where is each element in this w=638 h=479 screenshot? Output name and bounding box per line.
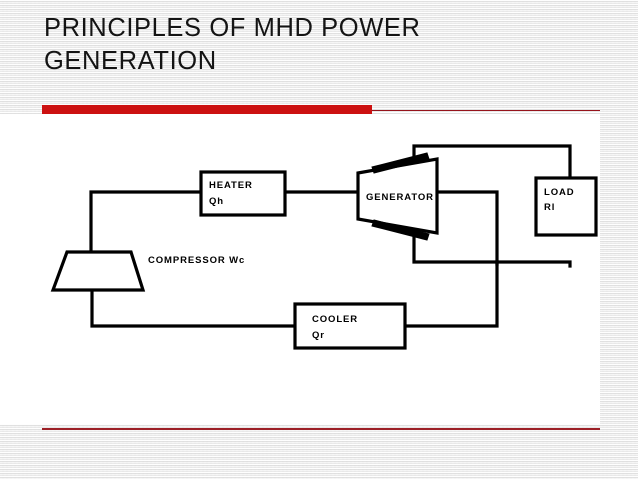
generator-label: GENERATOR xyxy=(366,192,434,203)
pipe-compressor-to-heater xyxy=(89,190,203,254)
heater-box xyxy=(199,170,287,217)
cooler-block: COOLER Qr xyxy=(293,302,407,350)
load-label-line-1: LOAD xyxy=(544,187,575,198)
cooler-box xyxy=(293,302,407,350)
diagram-canvas: HEATER Qh GENERATOR LOAD Rl COO xyxy=(0,114,600,424)
pipe-generator-outlet-to-junction xyxy=(438,190,499,266)
diagram-connections xyxy=(89,144,572,328)
load-block: LOAD Rl xyxy=(534,176,598,237)
compressor-shape xyxy=(50,250,146,292)
pipe-cooler-to-compressor xyxy=(90,288,297,328)
page-title-line-1: PRINCIPLES OF MHD POWER xyxy=(44,14,421,42)
wire-load-to-junction xyxy=(495,260,572,268)
generator-lower-electrode xyxy=(371,219,430,241)
compressor-block: COMPRESSOR Wc xyxy=(50,250,245,292)
page-title: PRINCIPLES OF MHD POWER GENERATION xyxy=(44,12,564,78)
load-box xyxy=(534,176,598,237)
generator-upper-electrode xyxy=(371,152,430,174)
generator-block: GENERATOR xyxy=(356,152,439,241)
compressor-label: COMPRESSOR Wc xyxy=(148,255,245,266)
title-divider-accent-bar xyxy=(42,105,372,114)
footer-divider-rule xyxy=(42,428,600,430)
cooler-label-line-1: COOLER xyxy=(312,314,358,325)
page-title-line-2: GENERATION xyxy=(44,47,217,75)
cooler-label-line-2: Qr xyxy=(312,330,325,341)
heater-label-line-1: HEATER xyxy=(209,180,253,191)
heater-label-line-2: Qh xyxy=(209,196,224,207)
heater-block: HEATER Qh xyxy=(199,170,287,217)
load-label-line-2: Rl xyxy=(544,202,555,213)
pipe-junction-to-cooler xyxy=(403,260,499,328)
